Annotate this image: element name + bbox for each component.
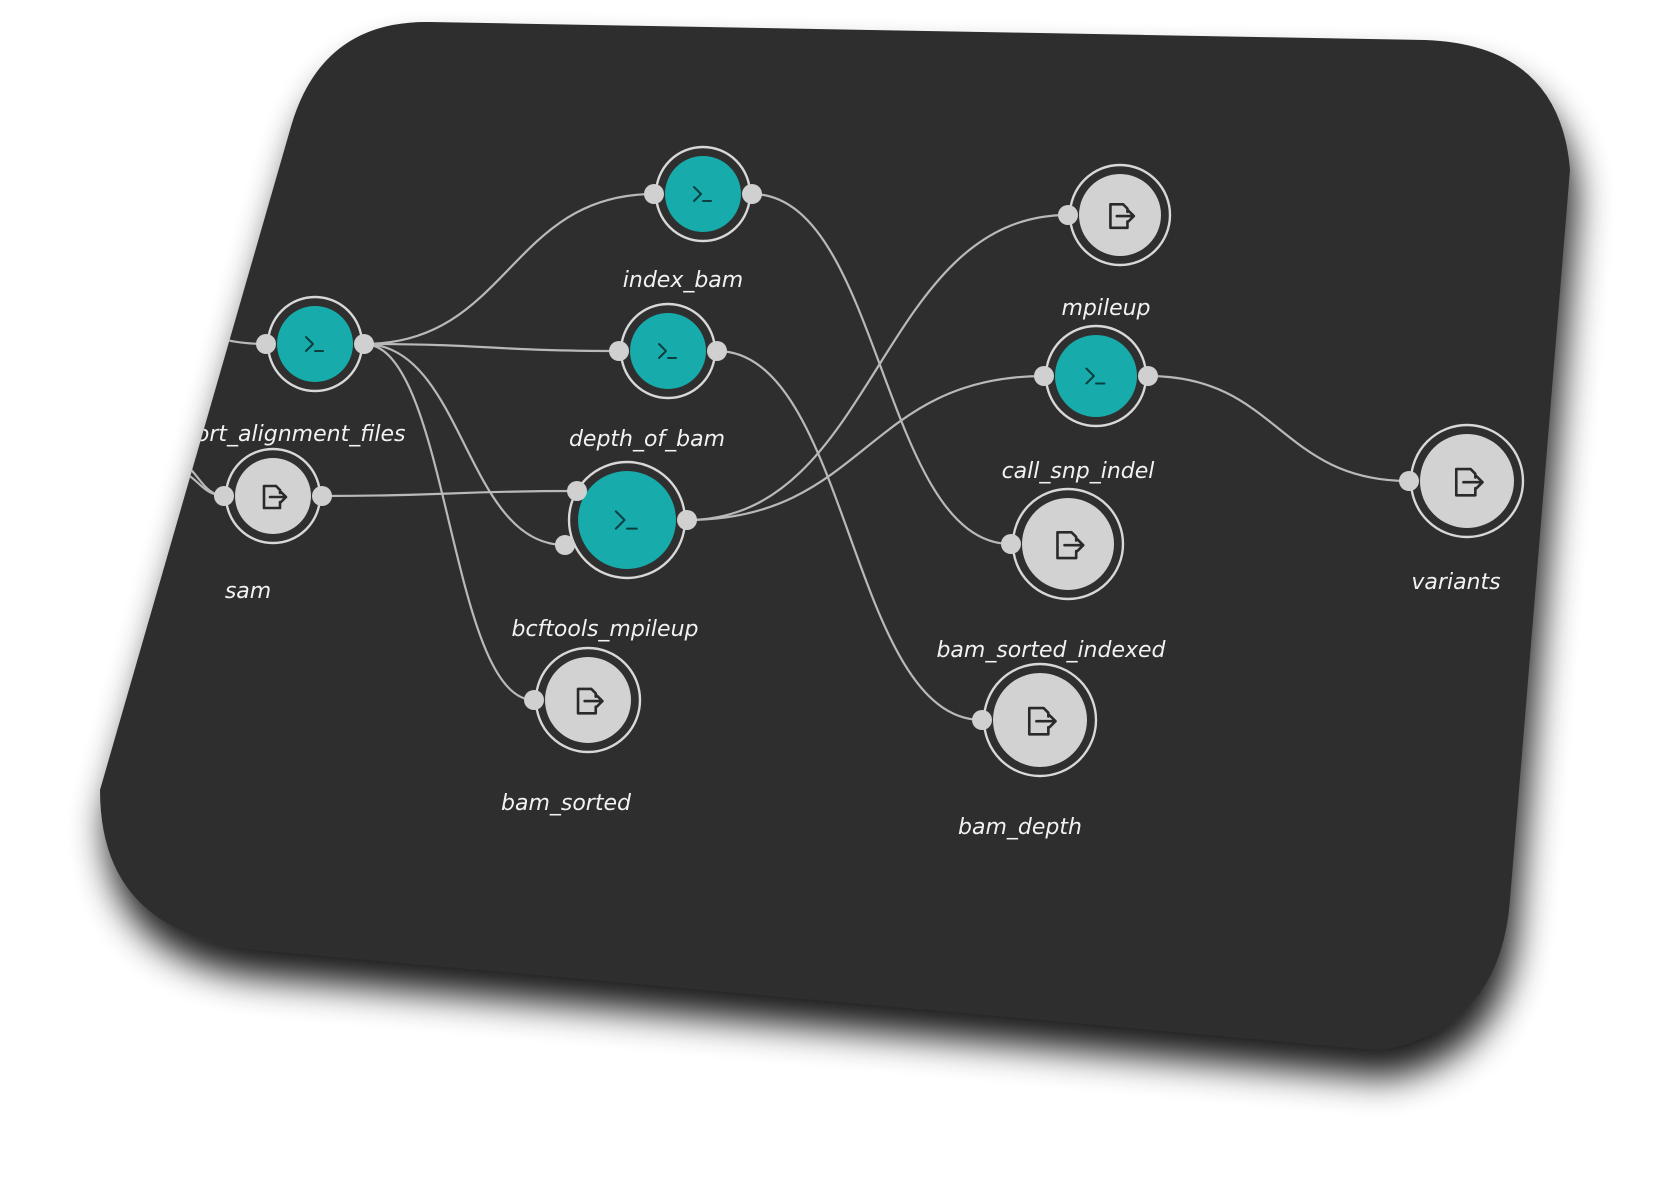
- input-port[interactable]: [567, 481, 587, 501]
- input-port[interactable]: [1399, 471, 1419, 491]
- edge-bcftools_mpileup-to-call_snp_indel: [686, 374, 1045, 522]
- tool-node-body: [630, 313, 706, 389]
- input-port[interactable]: [644, 184, 664, 204]
- tool-node-body: [578, 471, 676, 569]
- file-export-icon: [1056, 530, 1085, 560]
- node-sam[interactable]: sam: [214, 447, 332, 604]
- terminal-prompt-icon: [614, 510, 638, 530]
- edge-sort_alignment_files-to-bam_sorted: [363, 342, 535, 702]
- edge-bcftools_mpileup-to-mpileup: [686, 213, 1069, 522]
- file-export-icon: [262, 484, 288, 510]
- node-label: bam_depth: [958, 815, 1082, 840]
- output-port[interactable]: [742, 184, 762, 204]
- file-export-icon: [1109, 203, 1136, 230]
- node-label: variants: [1411, 570, 1500, 595]
- output-port[interactable]: [312, 486, 332, 506]
- edge-sort_alignment_files-to-depth_of_bam: [363, 342, 620, 353]
- terminal-prompt-icon: [1085, 367, 1106, 385]
- node-label: bam_sorted: [501, 791, 632, 816]
- input-port[interactable]: [1001, 534, 1021, 554]
- output-port[interactable]: [354, 334, 374, 354]
- input-port[interactable]: [214, 486, 234, 506]
- node-bcftools-mpileup[interactable]: bcftools_mpileup: [512, 460, 699, 642]
- file-export-icon: [576, 687, 604, 715]
- node-sort-alignment-files[interactable]: sort_alignment_files: [184, 295, 406, 447]
- node-depth-of-bam[interactable]: depth_of_bam: [569, 302, 727, 452]
- node-label: call_snp_indel: [1002, 459, 1155, 484]
- node-label: sort_alignment_files: [184, 422, 405, 447]
- node-bam-depth[interactable]: bam_depth: [958, 662, 1098, 840]
- output-port[interactable]: [707, 341, 727, 361]
- terminal-prompt-icon: [305, 336, 324, 352]
- edge-sort_alignment_files-to-bcftools_mpileup: [363, 342, 566, 547]
- input-port[interactable]: [1034, 366, 1054, 386]
- edge-index_bam-to-bam_sorted_indexed: [751, 192, 1012, 546]
- node-call-snp-indel[interactable]: call_snp_indel: [1002, 324, 1158, 484]
- node-label: bcftools_mpileup: [512, 617, 699, 642]
- file-export-icon: [1027, 706, 1057, 736]
- edges-layer: [159, 192, 1410, 722]
- output-port[interactable]: [677, 510, 697, 530]
- node-label: bam_sorted_indexed: [936, 638, 1166, 663]
- node-variants[interactable]: variants: [1399, 423, 1525, 595]
- tool-node-body: [665, 156, 741, 232]
- file-export-icon: [1454, 467, 1484, 497]
- input-port[interactable]: [1058, 205, 1078, 225]
- edge-sort_alignment_files-to-index_bam: [363, 192, 655, 346]
- node-bam-sorted-indexed[interactable]: bam_sorted_indexed: [936, 487, 1167, 663]
- input-port[interactable]: [256, 334, 276, 354]
- edge-sam-to-bcftools_mpileup: [321, 489, 578, 498]
- input-port[interactable]: [555, 535, 575, 555]
- node-label: index_bam: [623, 268, 743, 293]
- node-label: sam: [225, 579, 271, 604]
- edge-call_snp_indel-to-variants: [1147, 374, 1410, 483]
- terminal-prompt-icon: [658, 343, 677, 359]
- node-label: mpileup: [1061, 296, 1150, 321]
- output-port[interactable]: [1138, 366, 1158, 386]
- edge-depth_of_bam-to-bam_depth: [716, 349, 983, 722]
- input-port[interactable]: [609, 341, 629, 361]
- tool-node-body: [277, 306, 353, 382]
- node-label: depth_of_bam: [569, 427, 725, 452]
- terminal-prompt-icon: [693, 186, 712, 202]
- canvas-panel: [100, 21, 1570, 1051]
- input-port[interactable]: [524, 690, 544, 710]
- tool-node-body: [1055, 335, 1137, 417]
- node-index-bam[interactable]: index_bam: [623, 145, 762, 293]
- node-bam-sorted[interactable]: bam_sorted: [501, 646, 642, 816]
- node-mpileup[interactable]: mpileup: [1058, 163, 1172, 321]
- input-port[interactable]: [972, 710, 992, 730]
